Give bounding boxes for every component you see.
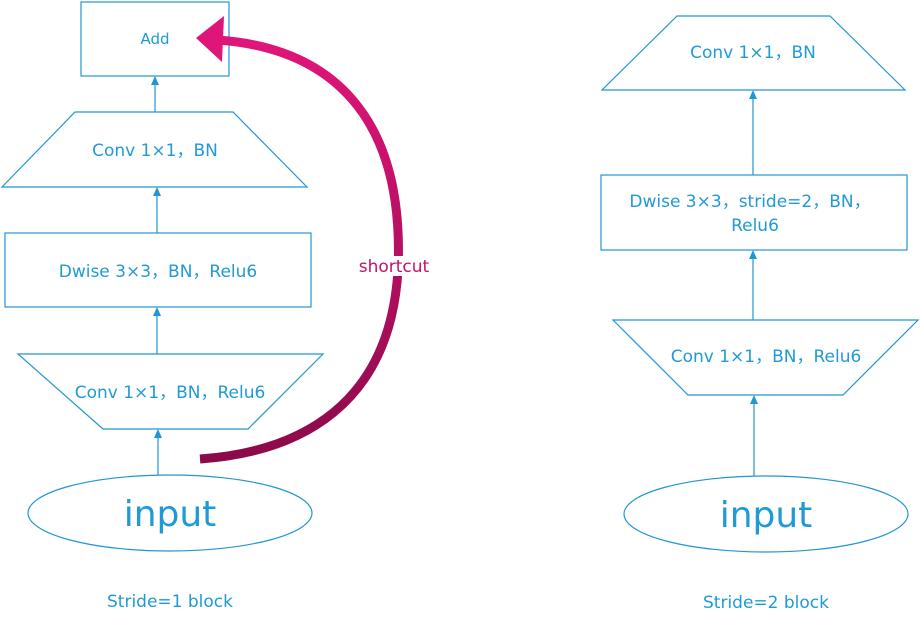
stride2-caption: Stride=2 block xyxy=(703,593,829,613)
input-node xyxy=(27,474,313,552)
shortcut-arrowhead xyxy=(196,16,224,62)
stride1-caption: Stride=1 block xyxy=(107,592,233,612)
stride2-block: Conv 1×1，BN Dwise 3×3，stride=2，BN， Relu6… xyxy=(600,15,920,613)
conv-relu-label: Conv 1×1，BN，Relu6 xyxy=(75,383,266,403)
dwise-label-line2: Relu6 xyxy=(731,216,779,236)
input-label: input xyxy=(720,495,813,536)
conv-bn-node xyxy=(0,111,309,188)
stride1-block: Add Conv 1×1，BN Dwise 3×3，BN，Relu6 Conv … xyxy=(0,1,430,612)
arrowhead xyxy=(153,187,161,196)
conv-bn-label: Conv 1×1，BN xyxy=(690,43,816,63)
arrowhead xyxy=(749,250,757,259)
arrowhead xyxy=(153,307,161,316)
conv-relu-node xyxy=(16,353,325,430)
dwise-node xyxy=(600,174,908,251)
add-label: Add xyxy=(140,30,169,48)
shortcut-label-bg xyxy=(358,256,430,276)
arrowhead xyxy=(750,395,758,404)
dwise-node xyxy=(4,232,312,308)
conv-bn-label: Conv 1×1，BN xyxy=(92,141,218,161)
arrowhead xyxy=(154,429,162,438)
conv-relu-node xyxy=(611,319,920,396)
conv-relu-label: Conv 1×1，BN，Relu6 xyxy=(671,347,862,367)
arrowhead xyxy=(151,76,159,85)
input-label: input xyxy=(124,494,217,535)
shortcut-label: shortcut xyxy=(359,257,430,277)
dwise-label: Dwise 3×3，BN，Relu6 xyxy=(59,262,258,282)
conv-bn-node xyxy=(600,15,907,91)
dwise-label-line1: Dwise 3×3，stride=2，BN， xyxy=(629,192,870,212)
arrowhead xyxy=(749,90,757,99)
input-node xyxy=(623,475,909,553)
